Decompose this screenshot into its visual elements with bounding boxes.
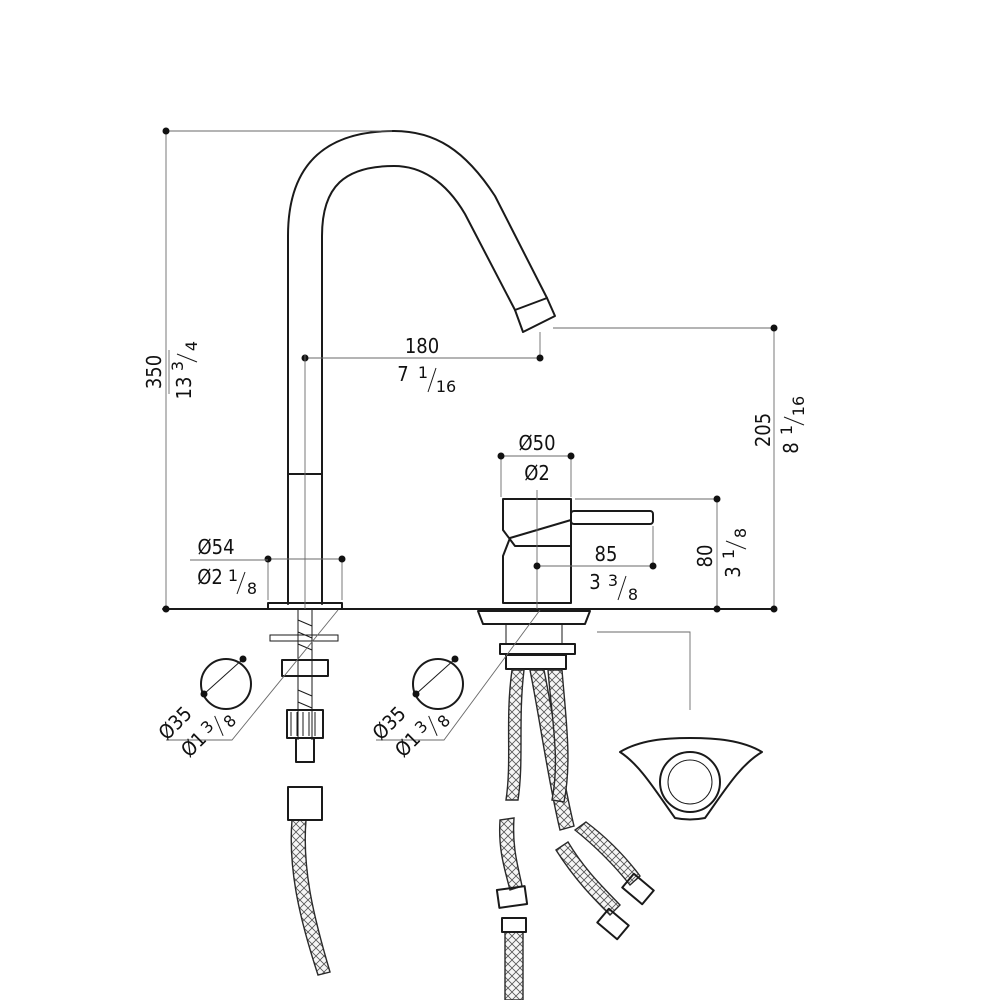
label-lever-length: 85 3 3 8 xyxy=(589,542,638,604)
hole-right xyxy=(376,609,541,741)
spout-hose xyxy=(290,819,331,976)
label-mixer-height: 80 3 1 8 xyxy=(693,528,750,578)
height-total-inch-den: 4 xyxy=(182,341,201,351)
hose-1 xyxy=(505,669,525,801)
dim-height-total xyxy=(162,127,392,613)
hose-bottom xyxy=(504,931,524,1000)
label-hole-right: Ø35 Ø1 3 8 xyxy=(367,701,455,761)
dim-mixer-height xyxy=(575,495,721,613)
escutcheon-detail xyxy=(597,631,763,821)
mixer-diameter-inch: Ø2 xyxy=(524,461,550,485)
lever-length-inch-whole: 3 xyxy=(589,570,600,594)
hose-fitting-2 xyxy=(596,907,630,941)
mixer-mounting-kit xyxy=(477,610,591,670)
mixer-height-inch-num: 1 xyxy=(719,549,738,559)
dim-lever-length xyxy=(533,526,657,570)
mixer-diameter-mm: Ø50 xyxy=(518,431,555,455)
mixer-height-inch-den: 8 xyxy=(731,528,750,538)
lever-length-mm: 85 xyxy=(595,542,618,566)
hose-segment-c xyxy=(573,821,641,887)
spout-height-mm: 205 xyxy=(751,413,775,447)
label-spout-base: Ø54 Ø2 1 8 xyxy=(190,535,268,598)
spout-mounting-kit xyxy=(269,609,339,763)
spout-reach-inch-den: 16 xyxy=(436,377,456,396)
label-spout-height: 205 8 1 16 xyxy=(751,396,808,454)
spout-connector xyxy=(286,709,324,739)
height-total-mm: 350 xyxy=(142,355,166,389)
label-spout-reach: 180 7 1 16 xyxy=(397,334,456,396)
spout-height-inch-whole: 8 xyxy=(779,442,803,453)
lever-length-inch-num: 3 xyxy=(608,571,618,590)
hose-3 xyxy=(547,669,569,803)
label-hole-left: Ø35 Ø1 3 8 xyxy=(153,701,241,761)
label-height-total: 350 13 3 4 xyxy=(142,341,201,400)
dim-spout-base xyxy=(264,355,346,609)
spout-reach-inch-whole: 7 xyxy=(397,362,408,386)
spout-reach-mm: 180 xyxy=(405,334,439,358)
mixer-cap xyxy=(502,498,572,547)
dim-spout-height xyxy=(553,324,778,613)
mixer-lever xyxy=(570,510,654,525)
spout-washer xyxy=(269,634,339,642)
hole-left-inch-den: 8 xyxy=(220,711,241,732)
hose-segment-a xyxy=(498,817,523,891)
hose-fitting-1 xyxy=(495,885,529,909)
braided-hoses xyxy=(287,669,655,1000)
lever-length-inch-den: 8 xyxy=(628,585,638,604)
mixer-flange xyxy=(477,610,591,625)
hole-left xyxy=(166,609,339,741)
height-total-inch-whole: 13 xyxy=(172,377,196,400)
mixer-height-inch-whole: 3 xyxy=(721,566,745,577)
spout-base-inch-den: 8 xyxy=(247,579,257,598)
mixer-height-mm: 80 xyxy=(693,545,717,568)
spout-base-mm: Ø54 xyxy=(197,535,234,559)
spout-height-inch-num: 1 xyxy=(777,425,796,435)
height-total-inch-num: 3 xyxy=(168,361,187,371)
mixer-nut xyxy=(505,654,567,670)
spout-base-inch-num: 1 xyxy=(228,566,238,585)
hole-right-inch-den: 8 xyxy=(434,711,455,732)
spout-height-inch-den: 16 xyxy=(789,396,808,416)
mixer-body xyxy=(502,498,654,604)
dim-mixer-diameter xyxy=(497,452,575,609)
label-mixer-diameter: Ø50 Ø2 xyxy=(518,431,555,485)
spout-reach-inch-num: 1 xyxy=(418,363,428,382)
spout-hose-fitting xyxy=(287,786,323,821)
hose-segment-b xyxy=(555,841,621,916)
spout-nut xyxy=(281,659,329,677)
spout-base-inch-whole: Ø2 xyxy=(197,565,223,589)
hose-fitting-3 xyxy=(621,872,655,906)
